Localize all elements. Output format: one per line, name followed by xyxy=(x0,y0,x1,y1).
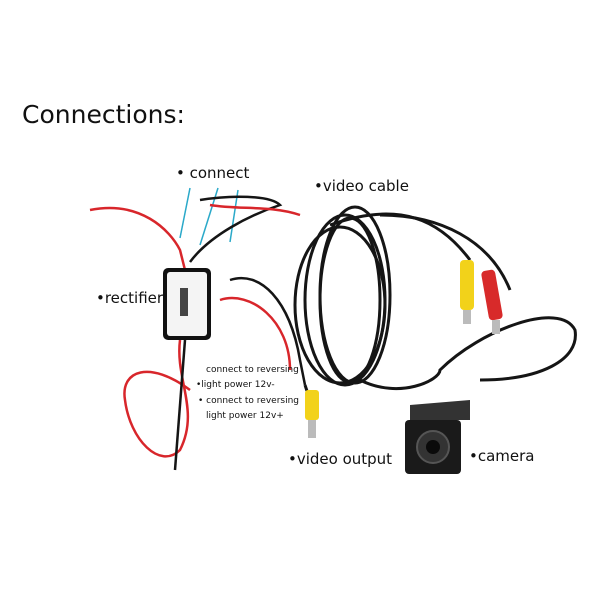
label-rectifier: •rectifier xyxy=(96,289,164,307)
label-reverse-negative-2: •light power 12v- xyxy=(196,380,275,390)
label-video-cable: •video cable xyxy=(314,177,409,195)
video-cable-coil xyxy=(293,205,577,401)
rca-plugs xyxy=(305,260,503,438)
rectifier-box xyxy=(163,268,211,340)
label-reverse-negative-1: connect to reversing xyxy=(206,365,299,375)
label-reverse-positive-1: • connect to reversing xyxy=(198,396,300,406)
label-video-output: •video output xyxy=(288,450,393,468)
page-title: Connections: xyxy=(22,100,185,129)
camera-unit xyxy=(405,400,470,474)
label-camera: •camera xyxy=(469,447,535,465)
label-connect: • connect xyxy=(176,164,250,182)
power-wires xyxy=(89,195,307,471)
label-reverse-positive-2: light power 12v+ xyxy=(206,411,284,421)
